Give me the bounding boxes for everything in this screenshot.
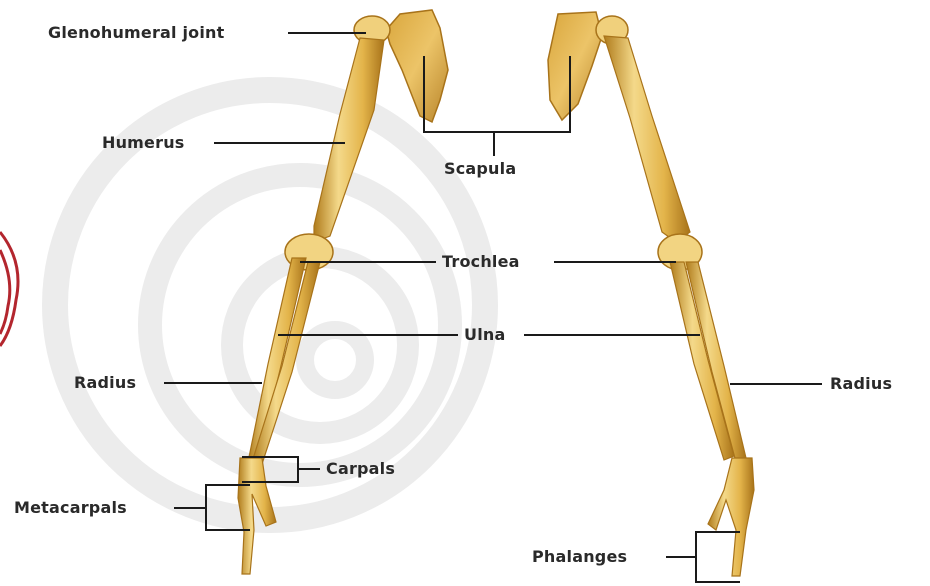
- label-trochlea: Trochlea: [442, 253, 520, 271]
- label-scapula: Scapula: [444, 160, 516, 178]
- logo-mark-icon: [0, 232, 18, 346]
- label-ulna: Ulna: [464, 326, 505, 344]
- label-glenohumeral-joint: Glenohumeral joint: [48, 24, 225, 42]
- label-phalanges: Phalanges: [532, 548, 627, 566]
- right-scapula: [548, 12, 602, 120]
- label-metacarpals: Metacarpals: [14, 499, 127, 517]
- right-arm-skeleton: [548, 12, 754, 576]
- right-humerus: [604, 36, 690, 242]
- label-radius-left: Radius: [74, 374, 136, 392]
- label-carpals: Carpals: [326, 460, 395, 478]
- right-hand: [708, 458, 754, 576]
- label-humerus: Humerus: [102, 134, 185, 152]
- watermark-spiral-icon: [55, 90, 485, 520]
- left-scapula: [386, 10, 448, 122]
- left-humerus: [314, 38, 384, 242]
- label-radius-right: Radius: [830, 375, 892, 393]
